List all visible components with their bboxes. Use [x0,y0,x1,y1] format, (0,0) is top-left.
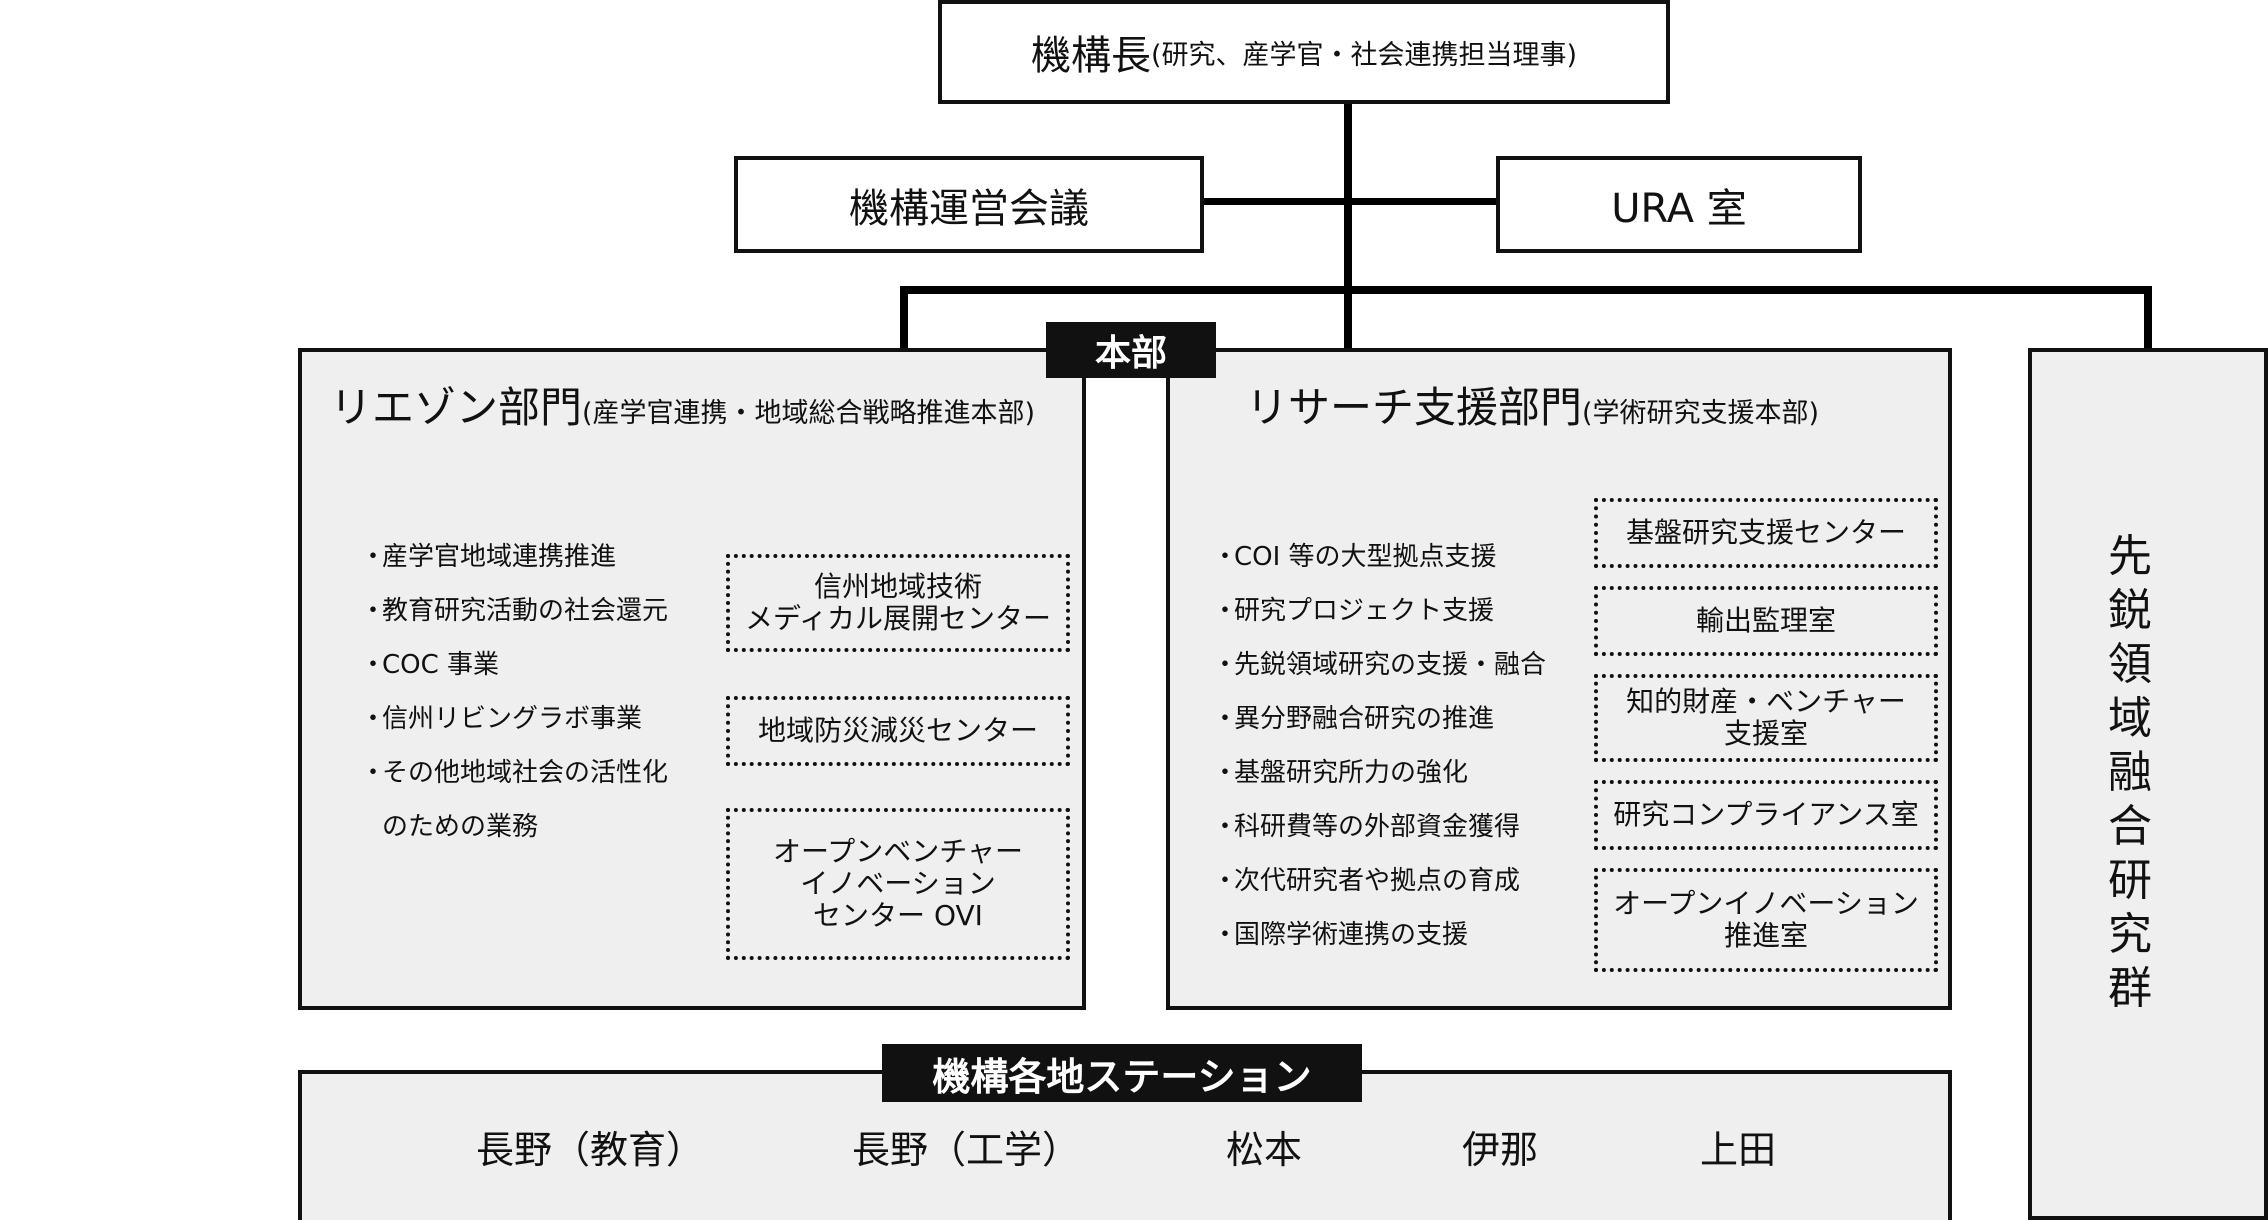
center-name-line: センター OVI [813,899,983,932]
liaison-center-medical: 信州地域技術メディカル展開センター [726,554,1070,652]
research-center-open-innovation: オープンイノベーション推進室 [1594,868,1938,972]
director-subtitle: (研究、産学官・社会連携担当理事) [1150,39,1578,71]
list-item: のための業務 [382,812,539,842]
research-center-basic: 基盤研究支援センター [1594,498,1938,568]
center-name-line: イノベーション [800,867,996,900]
center-name-line: オープンベンチャー [772,835,1024,868]
center-name-line: 研究コンプライアンス室 [1613,798,1919,831]
list-item: ・異分野融合研究の推進 [1212,704,1495,734]
ura-box: URA 室 [1496,156,1862,253]
liaison-subtitle: (産学官連携・地域総合戦略推進本部) [582,398,1036,429]
station-ueda: 上田 [1700,1128,1777,1172]
council-box: 機構運営会議 [734,156,1204,253]
honbu-label: 本部 [1094,333,1167,374]
center-name-line: 信州地域技術 [813,570,982,603]
advanced-research-title: 先鋭領域融合研究群 [2108,531,2152,1014]
center-name-line: メディカル展開センター [744,602,1052,635]
branch-horizontal-line [900,286,2152,294]
list-item: ・COI 等の大型拠点支援 [1212,542,1497,572]
branch-left-drop [900,286,908,352]
liaison-title-group: リエゾン部門(産学官連携・地域総合戦略推進本部) [330,374,1035,435]
honbu-tag: 本部 [1046,322,1216,378]
liaison-center-disaster: 地域防災減災センター [726,696,1070,766]
stations-label: 機構各地ステーション [932,1054,1312,1099]
research-center-export: 輸出監理室 [1594,586,1938,656]
center-name-line: 知的財産・ベンチャー [1626,685,1906,718]
director-title: 機構長 [1030,33,1151,79]
advanced-research-box [2028,348,2268,1220]
list-item: ・国際学術連携の支援 [1212,920,1469,950]
research-title: リサーチ支援部門 [1246,383,1583,432]
list-item: ・教育研究活動の社会還元 [360,596,669,626]
list-item: ・COC 事業 [360,650,500,680]
center-name-line: 輸出監理室 [1695,604,1836,637]
station-nagano-education: 長野（教育） [476,1128,705,1172]
liaison-center-ovi: オープンベンチャーイノベーションセンター OVI [726,808,1070,960]
research-center-compliance: 研究コンプライアンス室 [1594,780,1938,850]
research-subtitle: (学術研究支援本部) [1582,398,1820,429]
council-label: 機構運営会議 [849,185,1089,232]
list-item: ・次代研究者や拠点の育成 [1212,866,1521,896]
list-item: ・信州リビングラボ事業 [360,704,643,734]
research-center-ip: 知的財産・ベンチャー支援室 [1594,674,1938,762]
list-item: ・基盤研究所力の強化 [1212,758,1469,788]
center-name-line: 支援室 [1723,717,1808,750]
stations-tag: 機構各地ステーション [882,1044,1362,1102]
station-ina: 伊那 [1462,1128,1539,1172]
list-item: ・研究プロジェクト支援 [1212,596,1495,626]
center-name-line: 基盤研究支援センター [1625,516,1906,549]
center-name-line: 推進室 [1723,919,1808,952]
trunk-line [1344,100,1352,350]
list-item: ・科研費等の外部資金獲得 [1212,812,1521,842]
center-name-line: オープンイノベーション [1613,887,1919,920]
ura-label: URA 室 [1611,185,1747,232]
research-title-group: リサーチ支援部門(学術研究支援本部) [1246,374,1819,435]
list-item: ・先鋭領域研究の支援・融合 [1212,650,1547,680]
center-name-line: 地域防災減災センター [757,714,1038,747]
director-box: 機構長 (研究、産学官・社会連携担当理事) [938,0,1670,104]
branch-right-drop [2144,286,2152,352]
liaison-task-list: ・産学官地域連携推進 ・教育研究活動の社会還元 ・COC 事業 ・信州リビングラ… [360,530,668,854]
council-connector [1200,198,1496,205]
research-task-list: ・COI 等の大型拠点支援 ・研究プロジェクト支援 ・先鋭領域研究の支援・融合 … [1212,530,1546,962]
station-nagano-engineering: 長野（工学） [852,1128,1081,1172]
list-item: ・その他地域社会の活性化 [360,758,669,788]
list-item: ・産学官地域連携推進 [360,542,617,572]
station-matsumoto: 松本 [1226,1128,1303,1172]
liaison-title: リエゾン部門 [330,383,583,432]
